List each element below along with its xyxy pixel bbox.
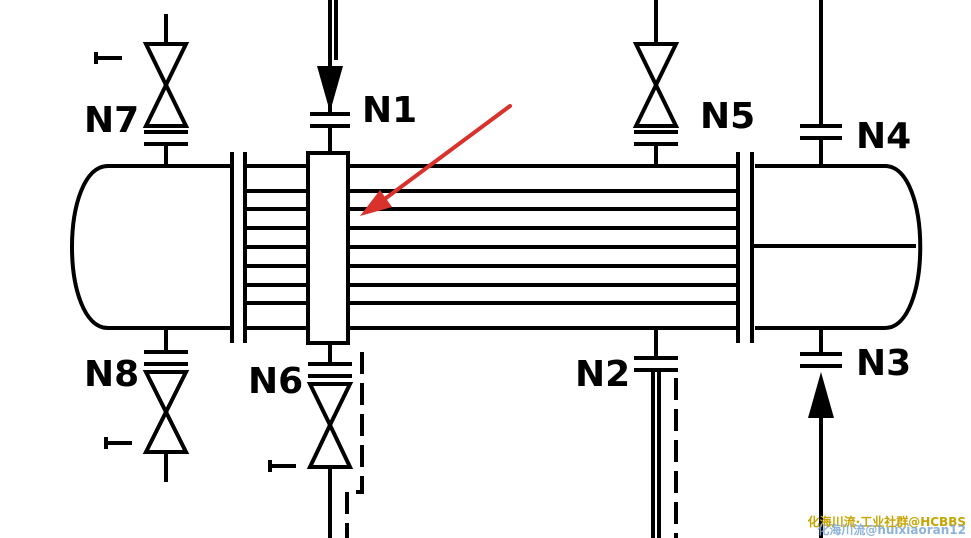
right-tubesheet <box>736 152 754 343</box>
right-channel-head <box>752 164 923 330</box>
label-n3: N3 <box>856 343 911 384</box>
left-channel-head <box>70 164 232 330</box>
label-n7: N7 <box>84 100 139 141</box>
gate-valve-icon <box>142 370 190 417</box>
gate-valve-icon <box>632 42 680 90</box>
dashed-line-n6 <box>345 352 364 538</box>
drain-symbol-icon <box>104 437 132 449</box>
label-n6: N6 <box>248 361 303 402</box>
nozzle-n6 <box>306 343 354 538</box>
drain-symbol-icon <box>268 460 296 472</box>
gate-valve-icon <box>142 42 190 90</box>
flow-arrow-down-icon <box>317 66 343 112</box>
label-n8: N8 <box>84 354 139 395</box>
label-n4: N4 <box>856 116 911 157</box>
gate-valve-icon <box>306 382 354 430</box>
vent-symbol-icon <box>94 52 122 64</box>
flow-arrow-up-icon <box>808 372 834 418</box>
nozzle-n4 <box>800 0 842 166</box>
label-n2: N2 <box>575 354 630 395</box>
nozzle-n3 <box>800 328 842 538</box>
nozzle-n8 <box>142 328 190 482</box>
label-n5: N5 <box>700 96 755 137</box>
nozzle-n2 <box>634 328 678 538</box>
baffle-plate <box>306 151 350 345</box>
left-tubesheet <box>230 152 247 343</box>
nozzle-n5 <box>632 0 680 166</box>
nozzle-n7 <box>142 14 190 166</box>
label-n1: N1 <box>362 90 417 131</box>
annotation-arrow-icon <box>360 104 512 216</box>
watermark-line-1: 化海川流·工业社群@HCBBS <box>808 514 966 529</box>
watermark-line-2: 化海川流@huixiaoran12 <box>817 522 966 537</box>
